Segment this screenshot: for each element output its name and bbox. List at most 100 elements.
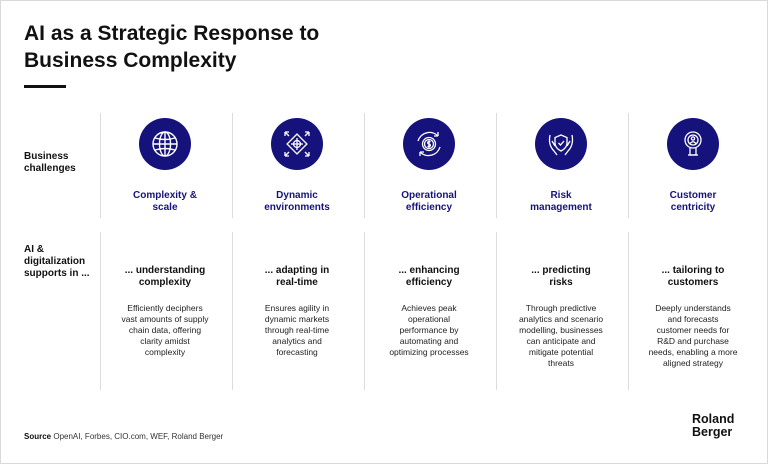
challenge-line1: Risk — [550, 190, 572, 201]
divider — [100, 232, 101, 390]
desc-line: threats — [548, 358, 574, 368]
divider — [364, 113, 365, 218]
challenge-label: Complexity & scale — [100, 190, 230, 214]
challenge-line2: scale — [152, 202, 178, 213]
desc-line: Deeply understands — [655, 303, 731, 313]
support-title-line1: ... understanding — [124, 265, 206, 276]
desc-line: customer needs for — [656, 325, 730, 335]
challenge-line1: Complexity & — [133, 190, 197, 201]
column-complexity: Complexity & scale — [100, 118, 230, 218]
desc-line: dynamic markets — [264, 314, 330, 324]
support-enhancing: ... enhancing efficiency Achieves peak o… — [364, 265, 494, 385]
desc-line: Ensures agility in — [264, 303, 330, 313]
challenge-line1: Dynamic — [276, 190, 318, 201]
desc-line: needs, enabling a more — [648, 347, 738, 357]
desc-line: mitigate potential — [528, 347, 594, 357]
desc-line: Through predictive — [525, 303, 597, 313]
desc-line: analytics and — [272, 336, 322, 346]
challenge-line2: efficiency — [405, 202, 453, 213]
hands-shield-icon — [535, 118, 587, 170]
support-description: Through predictive analytics and scenari… — [506, 303, 616, 369]
divider — [100, 113, 101, 218]
globe-icon — [139, 118, 191, 170]
source-note: Source OpenAI, Forbes, CIO.com, WEF, Rol… — [24, 432, 223, 441]
desc-line: and forecasts — [667, 314, 719, 324]
desc-line: through real-time — [264, 325, 330, 335]
support-title-line1: ... tailoring to — [661, 265, 725, 276]
page-title: AI as a Strategic Response to Business C… — [24, 20, 424, 74]
divider — [232, 232, 233, 390]
challenge-label: Risk management — [496, 190, 626, 214]
desc-line: Achieves peak — [401, 303, 457, 313]
support-adapting: ... adapting in real-time Ensures agilit… — [232, 265, 362, 385]
title-line-2: Business Complexity — [24, 49, 237, 72]
support-description: Deeply understands and forecasts custome… — [638, 303, 748, 369]
challenge-line2: centricity — [670, 202, 716, 213]
desc-line: Efficiently deciphers — [127, 303, 203, 313]
column-customer: Customer centricity — [628, 118, 758, 218]
title-line-1: AI as a Strategic Response to — [24, 22, 320, 45]
challenge-line2: environments — [264, 202, 330, 213]
row-label-supports-line3: supports in ... — [24, 268, 90, 279]
row-label-challenges-line2: challenges — [24, 163, 76, 174]
title-underline — [24, 85, 66, 88]
desc-line: forecasting — [276, 347, 318, 357]
support-title-line1: ... adapting in — [264, 265, 330, 276]
roland-berger-logo: Roland Berger — [692, 413, 734, 439]
divider — [628, 113, 629, 218]
support-description: Ensures agility in dynamic markets throu… — [242, 303, 352, 358]
desc-line: R&D and purchase — [657, 336, 729, 346]
desc-line: clarity amidst — [140, 336, 190, 346]
column-risk: Risk management — [496, 118, 626, 218]
logo-line2: Berger — [692, 425, 733, 439]
support-title: ... predicting risks — [496, 265, 626, 289]
column-dynamic: Dynamic environments — [232, 118, 362, 218]
customer-target-icon — [667, 118, 719, 170]
divider — [628, 232, 629, 390]
row-label-challenges-line1: Business — [24, 151, 69, 162]
row-label-supports: AI & digitalization supports in ... — [24, 244, 104, 280]
logo-line1: Roland — [692, 412, 735, 426]
source-text: OpenAI, Forbes, CIO.com, WEF, Roland Ber… — [53, 432, 224, 441]
support-description: Achieves peak operational performance by… — [374, 303, 484, 358]
row-label-supports-line2: digitalization — [24, 256, 86, 267]
support-understanding: ... understanding complexity Efficiently… — [100, 265, 230, 385]
row-label-supports-line1: AI & — [24, 244, 44, 255]
divider — [364, 232, 365, 390]
dynamic-target-icon — [271, 118, 323, 170]
desc-line: complexity — [144, 347, 186, 357]
divider — [496, 113, 497, 218]
support-title-line1: ... enhancing — [398, 265, 460, 276]
row-label-challenges: Business challenges — [24, 151, 104, 175]
support-title-line2: risks — [549, 277, 573, 288]
divider — [496, 232, 497, 390]
challenge-line1: Customer — [669, 190, 717, 201]
support-title-line2: real-time — [276, 277, 318, 288]
support-title-line2: complexity — [138, 277, 192, 288]
desc-line: analytics and scenario — [518, 314, 604, 324]
support-title: ... tailoring to customers — [628, 265, 758, 289]
support-predicting: ... predicting risks Through predictive … — [496, 265, 626, 385]
support-tailoring: ... tailoring to customers Deeply unders… — [628, 265, 758, 385]
desc-line: optimizing processes — [389, 347, 469, 357]
challenge-label: Dynamic environments — [232, 190, 362, 214]
support-title-line2: efficiency — [405, 277, 453, 288]
gear-dollar-icon — [403, 118, 455, 170]
column-operational: Operational efficiency — [364, 118, 494, 218]
challenge-line1: Operational — [401, 190, 457, 201]
support-title-line1: ... predicting — [531, 265, 591, 276]
divider — [232, 113, 233, 218]
support-title: ... adapting in real-time — [232, 265, 362, 289]
challenge-label: Customer centricity — [628, 190, 758, 214]
support-title: ... understanding complexity — [100, 265, 230, 289]
desc-line: chain data, offering — [128, 325, 202, 335]
desc-line: operational — [407, 314, 451, 324]
support-title: ... enhancing efficiency — [364, 265, 494, 289]
challenge-label: Operational efficiency — [364, 190, 494, 214]
desc-line: automating and — [399, 336, 459, 346]
desc-line: modelling, businesses — [519, 325, 603, 335]
support-description: Efficiently deciphers vast amounts of su… — [110, 303, 220, 358]
desc-line: vast amounts of supply — [121, 314, 209, 324]
support-title-line2: customers — [667, 277, 719, 288]
source-label: Source — [24, 432, 52, 441]
